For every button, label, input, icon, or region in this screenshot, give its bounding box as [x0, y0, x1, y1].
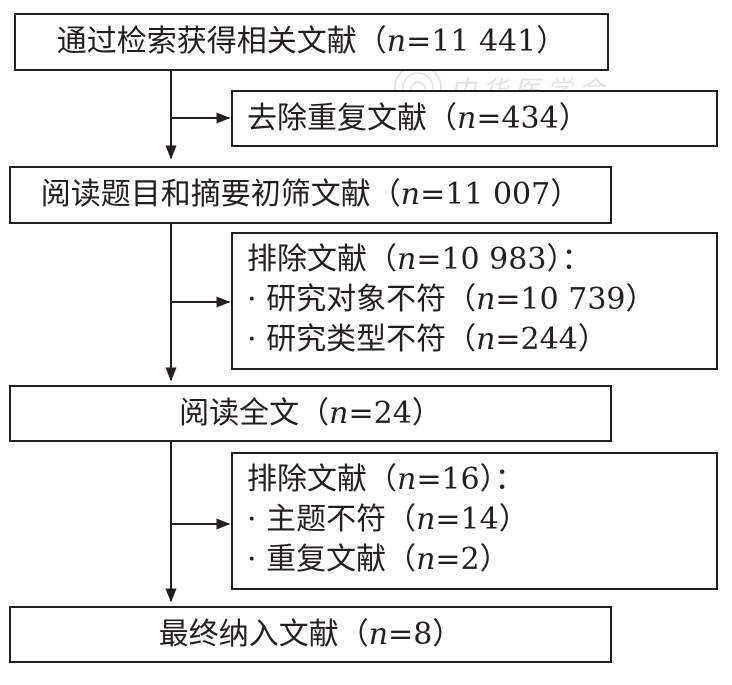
box-full-text-review: 阅读全文（n=24） — [9, 385, 612, 442]
box-title-abstract-screening-text: 阅读题目和摘要初筛文献（n=11 007） — [40, 177, 581, 212]
excluded-full-text-topic: · 主题不符（n=14） — [247, 502, 529, 537]
box-retrieved-records: 通过检索获得相关文献（n=11 441） — [14, 13, 609, 71]
excluded-screening-population: · 研究对象不符（n=10 739） — [247, 282, 656, 317]
excluded-screening-total: 排除文献（n=10 983）： — [247, 242, 592, 277]
box-duplicates-removed: 去除重复文献（n=434） — [231, 90, 718, 147]
box-excluded-screening: 排除文献（n=10 983）： · 研究对象不符（n=10 739） · 研究类… — [231, 232, 718, 370]
box-duplicates-removed-text: 去除重复文献（n=434） — [247, 100, 589, 136]
excluded-full-text-duplicate: · 重复文献（n=2） — [247, 542, 510, 577]
box-retrieved-records-text: 通过检索获得相关文献（n=11 441） — [56, 24, 567, 59]
excluded-screening-study-type: · 研究类型不符（n=244） — [247, 322, 608, 357]
box-full-text-review-text: 阅读全文（n=24） — [179, 395, 442, 431]
box-excluded-full-text: 排除文献（n=16）： · 主题不符（n=14） · 重复文献（n=2） — [231, 452, 718, 590]
box-title-abstract-screening: 阅读题目和摘要初筛文献（n=11 007） — [9, 166, 612, 224]
box-included-studies: 最终纳入文献（n=8） — [9, 606, 612, 663]
box-included-studies-text: 最终纳入文献（n=8） — [158, 616, 463, 652]
excluded-full-text-total: 排除文献（n=16）： — [247, 462, 525, 497]
